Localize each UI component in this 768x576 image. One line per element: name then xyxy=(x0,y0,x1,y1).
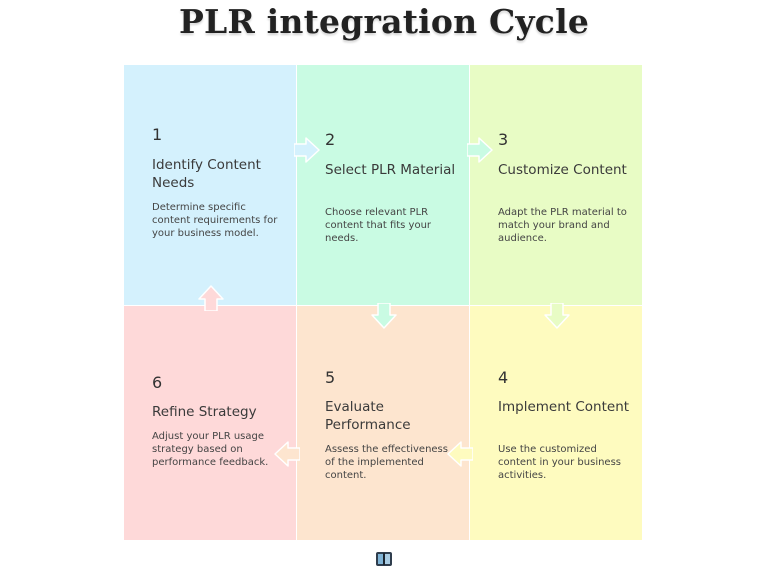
step-3-box: 3 Customize Content Adapt the PLR materi… xyxy=(470,65,643,306)
step-1-box: 1 Identify Content Needs Determine speci… xyxy=(124,65,297,306)
step-6-heading: Refine Strategy xyxy=(152,404,257,420)
step-5-number: 5 xyxy=(325,368,336,387)
arrow-down-icon xyxy=(544,303,570,329)
step-1-description: Determine specific content requirements … xyxy=(152,202,278,239)
step-3-number: 3 xyxy=(498,130,509,149)
step-2-description: Choose relevant PLR content that fits yo… xyxy=(325,207,432,244)
page-title: PLR integration Cycle xyxy=(178,2,590,41)
step-2-heading: Select PLR Material xyxy=(325,162,456,178)
step-5-box: 5 Evaluate Performance Assess the effect… xyxy=(297,306,470,541)
step-4-heading: Implement Content xyxy=(498,399,630,415)
step-2-box: 2 Select PLR Material Choose relevant PL… xyxy=(297,65,470,306)
step-6-box: 6 Refine Strategy Adjust your PLR usage … xyxy=(124,306,297,541)
cycle-diagram: 1 Identify Content Needs Determine speci… xyxy=(124,65,643,541)
arrow-right-icon xyxy=(294,137,320,163)
step-5-description: Assess the effectiveness of the implemen… xyxy=(325,444,448,481)
arrow-left-icon xyxy=(274,441,300,467)
step-3-heading: Customize Content xyxy=(498,162,627,178)
step-5-heading: Evaluate Performance xyxy=(325,399,411,433)
arrow-right-icon xyxy=(467,137,493,163)
step-6-number: 6 xyxy=(152,373,163,392)
step-6-description: Adjust your PLR usage strategy based on … xyxy=(152,431,269,468)
step-1-heading: Identify Content Needs xyxy=(152,157,261,191)
book-logo-icon xyxy=(376,552,392,566)
arrow-up-icon xyxy=(198,285,224,311)
step-2-number: 2 xyxy=(325,130,336,149)
step-4-number: 4 xyxy=(498,368,509,387)
step-4-description: Use the customized content in your busin… xyxy=(498,444,622,481)
arrow-down-icon xyxy=(371,303,397,329)
arrow-left-icon xyxy=(447,441,473,467)
step-4-box: 4 Implement Content Use the customized c… xyxy=(470,306,643,541)
step-3-description: Adapt the PLR material to match your bra… xyxy=(498,207,627,244)
step-1-number: 1 xyxy=(152,125,163,144)
